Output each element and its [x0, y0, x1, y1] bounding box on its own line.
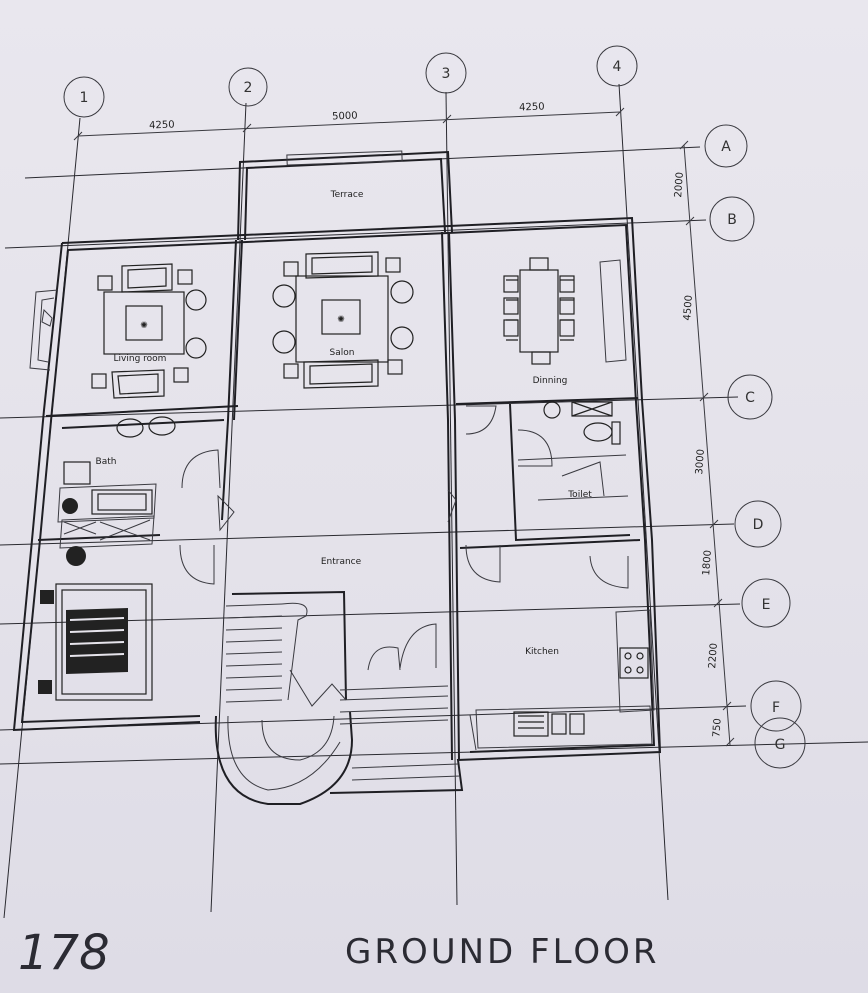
room-label-terrace: Terrace	[330, 190, 364, 200]
toilet-fixtures	[543, 401, 621, 445]
column-bubbles: 1 2 3 4	[63, 45, 638, 118]
grid-line-4	[618, 83, 669, 901]
bedroom-furniture	[38, 546, 153, 701]
room-label-living-room: Living room	[114, 354, 167, 364]
sheet-title: GROUND FLOOR	[345, 932, 660, 972]
dim-A-B: 2000	[673, 172, 686, 198]
grid-line-G	[0, 741, 868, 765]
room-label-toilet: Toilet	[567, 490, 592, 500]
grid-bubble-label: F	[772, 700, 780, 716]
dim-1-2: 4250	[149, 119, 175, 131]
dimension-lines: 4250 5000 4250 2000 4500 3000 1800 2200 …	[73, 101, 735, 747]
dim-F-G: 750	[711, 718, 723, 738]
grid-bubble-B: B	[709, 196, 755, 242]
grid-bubble-label: A	[721, 139, 731, 155]
grid-bubble-label: 3	[442, 66, 451, 82]
rug-icon: ✺	[337, 315, 345, 325]
dining-furniture	[503, 257, 575, 365]
grid-bubble-F: F	[750, 680, 802, 732]
exterior-walls	[12, 150, 662, 794]
grid-bubble-label: G	[775, 737, 786, 753]
grid-line-B	[4, 219, 707, 249]
dim-E-F: 2200	[707, 643, 720, 669]
grid-bubble-E: E	[741, 578, 791, 628]
living-room-furniture: ✺	[91, 263, 207, 399]
room-label-kitchen: Kitchen	[525, 647, 559, 657]
room-label-entrance: Entrance	[321, 557, 362, 567]
bath-fixtures	[62, 416, 176, 515]
staircase	[214, 590, 461, 805]
dim-3-4: 4250	[519, 101, 545, 113]
grid-line-3	[445, 91, 458, 906]
dim-D-E: 1800	[701, 550, 714, 576]
grid-line-D	[0, 523, 735, 546]
dim-C-D: 3000	[694, 449, 707, 475]
grid-bubble-label: 2	[244, 80, 253, 96]
room-label-dining: Dinning	[533, 376, 568, 386]
grid-bubble-label: C	[745, 390, 755, 406]
salon-furniture: ✺	[272, 251, 414, 389]
row-bubbles: A B C D E F G	[704, 124, 806, 769]
grid-bubble-label: 1	[80, 90, 89, 106]
dim-B-C: 4500	[682, 295, 695, 321]
grid-bubble-1: 1	[63, 76, 105, 118]
grid-bubble-2: 2	[228, 67, 268, 107]
grid-bubble-label: E	[762, 597, 771, 613]
rug-icon: ✺	[140, 321, 148, 331]
dim-2-3: 5000	[332, 110, 358, 122]
grid-bubble-label: D	[753, 517, 764, 533]
grid-bubble-4: 4	[596, 45, 638, 87]
grid-line-2	[210, 102, 247, 913]
page-number: 178	[18, 925, 110, 981]
room-label-bath: Bath	[96, 457, 117, 467]
grid-bubble-D: D	[734, 500, 782, 548]
grid-bubble-label: 4	[613, 59, 622, 75]
grid-line-C	[0, 396, 739, 419]
kitchen-fixtures	[513, 647, 649, 737]
grid-bubble-3: 3	[425, 52, 467, 94]
room-labels: Terrace Living room Salon Dinning Bath T…	[96, 190, 593, 657]
grid-bubble-label: B	[727, 212, 737, 228]
doors	[179, 405, 629, 671]
grid-bubble-G: G	[754, 717, 806, 769]
room-label-salon: Salon	[330, 348, 355, 358]
grid-bubble-C: C	[727, 374, 773, 420]
grid-bubble-A: A	[704, 124, 748, 168]
